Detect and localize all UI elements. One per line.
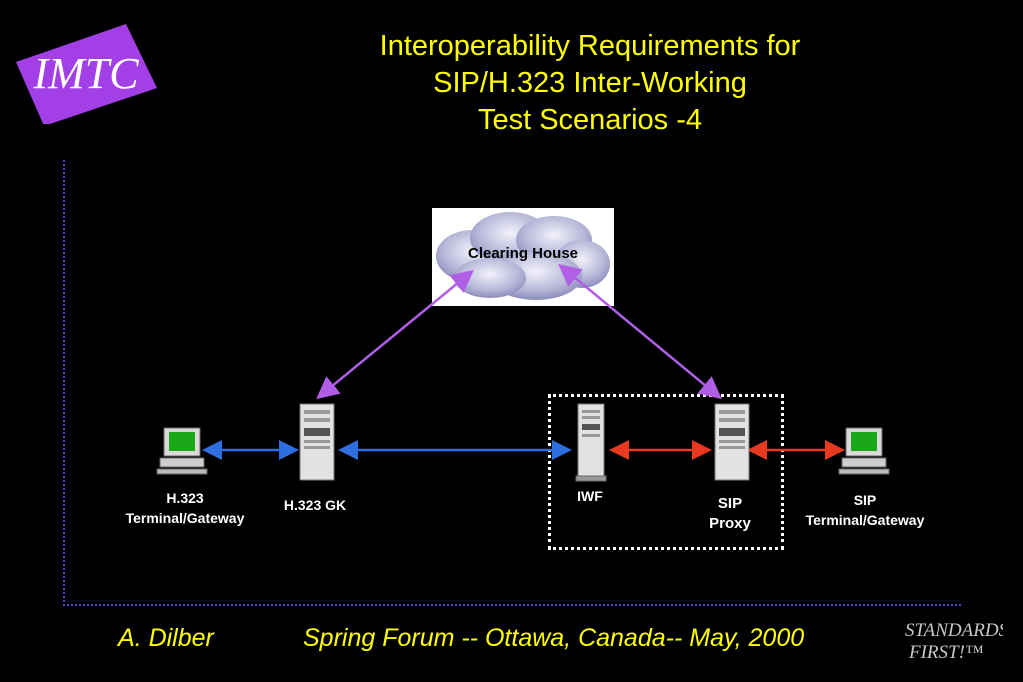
sip-proxy-label-line2: Proxy: [709, 515, 751, 532]
imtc-logo: IMTC: [16, 24, 157, 124]
logo-text: IMTC: [32, 49, 139, 98]
iwf-server-icon: [575, 403, 607, 482]
slide-title: Interoperability Requirements for SIP/H.…: [300, 28, 880, 139]
h323-terminal-label-line1: H.323: [166, 490, 204, 506]
title-line-3: Test Scenarios -4: [477, 104, 703, 136]
title-line-2: SIP/H.323 Inter-Working: [433, 67, 747, 99]
sip-terminal-label-line2: Terminal/Gateway: [805, 512, 925, 528]
sip-proxy-server-icon: [714, 403, 750, 481]
h323-terminal-label: H.323 Terminal/Gateway: [100, 488, 270, 528]
title-line-1: Interoperability Requirements for: [379, 30, 801, 62]
footer-author: A. Dilber: [118, 624, 214, 652]
h323-terminal-label-line2: Terminal/Gateway: [125, 510, 245, 526]
footer-event: Spring Forum -- Ottawa, Canada-- May, 20…: [303, 624, 805, 652]
sip-proxy-label: SIP Proxy: [690, 494, 770, 534]
standards-logo-line2: FIRST!™: [908, 642, 984, 663]
standards-first-logo: STANDARDS FIRST!™: [903, 612, 1003, 668]
link-gk-clearing-house: [316, 269, 474, 400]
frame-left-border: [63, 160, 65, 606]
standards-logo-line1: STANDARDS: [905, 620, 1003, 641]
sip-terminal-computer-icon: [838, 427, 890, 475]
sip-terminal-label: SIP Terminal/Gateway: [780, 490, 950, 530]
sip-proxy-label-line1: SIP: [717, 495, 743, 512]
sip-terminal-label-line1: SIP: [853, 492, 877, 508]
h323-gk-label: H.323 GK: [283, 497, 347, 513]
clearing-house-label: Clearing House: [467, 245, 579, 262]
h323-gk-server-icon: [299, 403, 335, 481]
h323-terminal-computer-icon: [156, 427, 208, 475]
iwf-label: IWF: [577, 488, 603, 504]
link-sip-proxy-clearing-house: [558, 263, 722, 400]
frame-bottom-border: [63, 604, 961, 606]
